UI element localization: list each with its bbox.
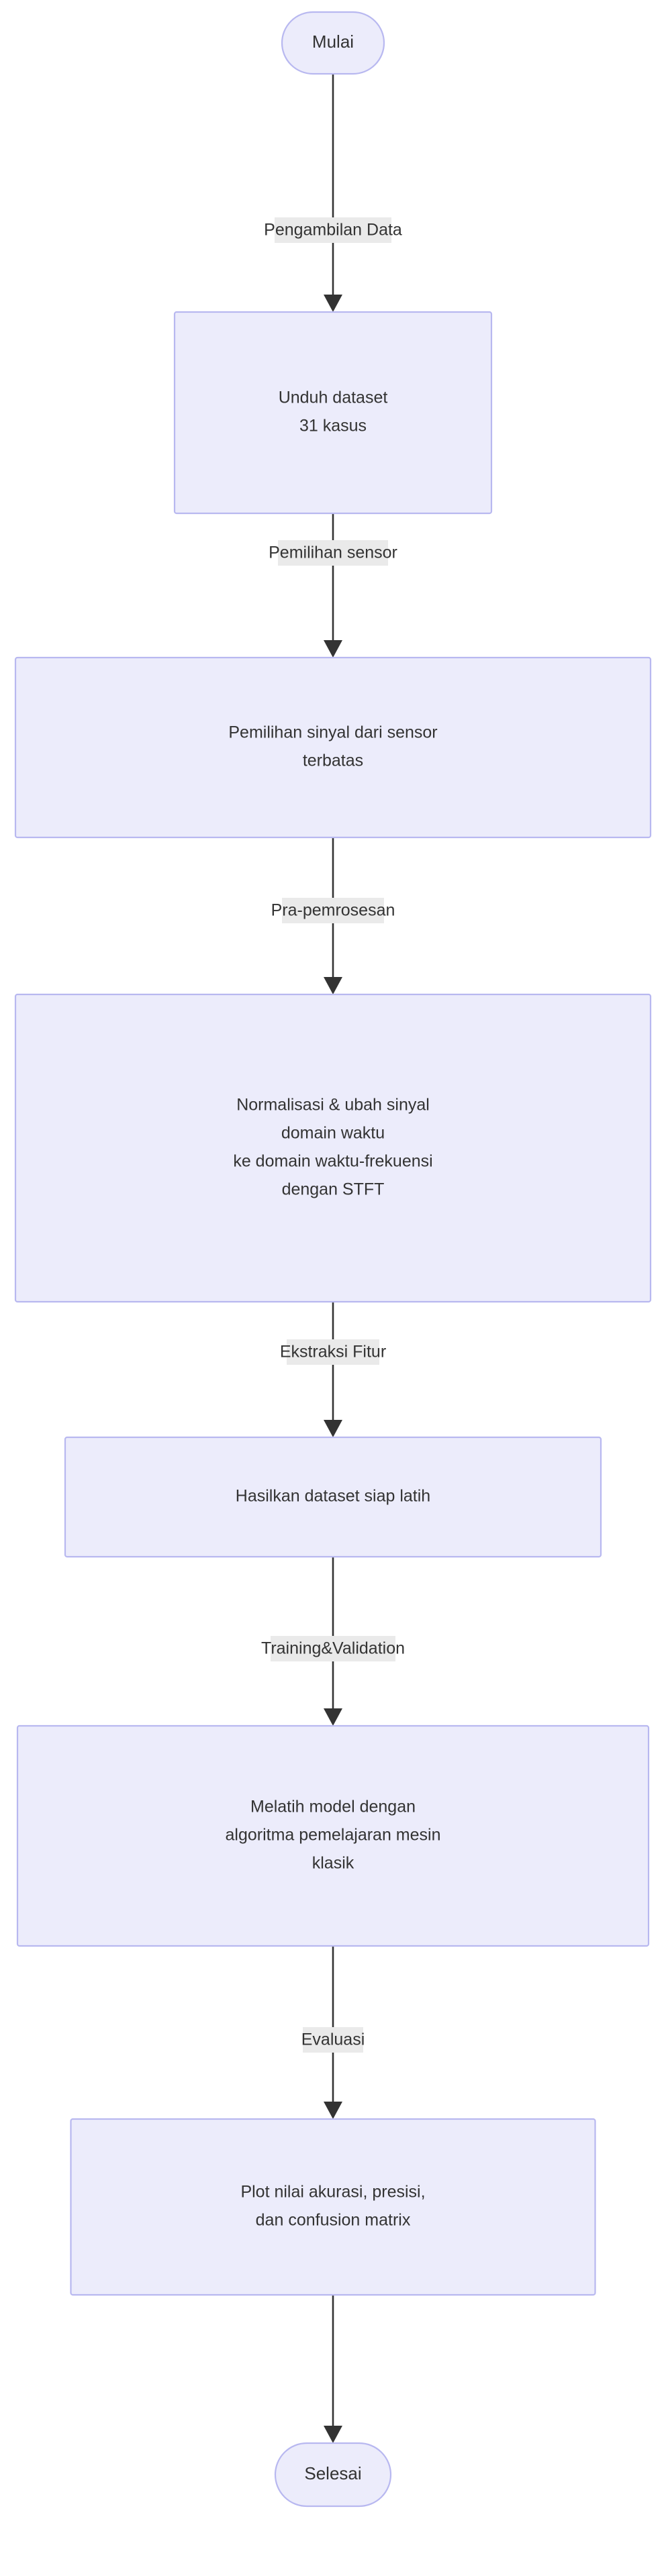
node-plot[interactable]: Plot nilai akurasi, presisi, dan confusio… <box>70 2118 596 2296</box>
edge-label-background-e3 <box>282 898 384 923</box>
node-label-end-line-0: Selesai <box>304 2463 361 2483</box>
node-shape-end <box>274 2442 392 2508</box>
edge-label-e2: Pemilihan sensor <box>269 544 397 562</box>
edge-e6: Evaluasi <box>301 1946 365 2119</box>
node-start[interactable]: Mulai <box>281 11 385 75</box>
edge-label-e1: Pengambilan Data <box>264 221 402 240</box>
node-label-start-line-0: Mulai <box>312 32 354 52</box>
node-label-pemilihan-sinyal-line-1: terbatas <box>303 752 363 770</box>
edge-label-background-e2 <box>278 540 388 566</box>
edge-label-background-e4 <box>287 1339 379 1365</box>
node-normalisasi[interactable]: Normalisasi & ubah sinyal domain waktu ke … <box>14 993 652 1303</box>
edge-e3: Pra-pemrosesan <box>271 837 395 994</box>
edge-e7 <box>324 2295 342 2443</box>
node-shape-melatih <box>16 1724 650 1947</box>
node-label-hasilkan-line-0: Hasilkan dataset siap latih <box>236 1487 430 1506</box>
node-label-unduh-line-0: Unduh dataset <box>279 389 388 407</box>
node-label-normalisasi-line-2: ke domain waktu-frekuensi <box>233 1152 432 1171</box>
node-label-normalisasi-line-3: dengan STFT <box>282 1180 385 1199</box>
edge-e4: Ekstraksi Fitur <box>280 1302 386 1437</box>
edge-arrowhead-e4 <box>324 1420 342 1437</box>
edge-arrowhead-e2 <box>324 640 342 658</box>
edge-arrowhead-e6 <box>324 2102 342 2119</box>
edge-arrowhead-e7 <box>324 2426 342 2443</box>
edge-label-e5: Training&Validation <box>261 1639 405 1658</box>
node-unduh[interactable]: Unduh dataset 31 kasus <box>173 311 493 515</box>
edge-label-e6: Evaluasi <box>301 2030 365 2049</box>
edge-e5: Training&Validation <box>261 1557 405 1726</box>
edge-label-background-e6 <box>303 2027 363 2053</box>
node-shape-start <box>281 11 385 75</box>
node-end[interactable]: Selesai <box>274 2442 392 2508</box>
node-label-plot-line-1: dan confusion matrix <box>256 2211 411 2230</box>
node-shape-hasilkan <box>64 1436 602 1558</box>
node-shape-unduh <box>173 311 493 515</box>
edge-arrowhead-e3 <box>324 977 342 994</box>
node-hasilkan[interactable]: Hasilkan dataset siap latih <box>64 1436 602 1558</box>
node-shape-normalisasi <box>14 993 652 1303</box>
edge-arrowhead-e5 <box>324 1708 342 1726</box>
node-label-normalisasi-line-1: domain waktu <box>281 1124 385 1143</box>
node-pemilihan-sinyal[interactable]: Pemilihan sinyal dari sensor terbatas <box>14 656 652 839</box>
edge-label-background-e1 <box>275 217 391 243</box>
node-label-normalisasi-line-0: Normalisasi & ubah sinyal <box>236 1096 430 1115</box>
edge-e2: Pemilihan sensor <box>269 513 397 658</box>
node-label-melatih-line-0: Melatih model dengan <box>250 1798 416 1816</box>
edge-label-background-e5 <box>271 1636 395 1661</box>
node-label-unduh-line-1: 31 kasus <box>299 417 367 435</box>
node-label-melatih-line-1: algoritma pemelajaran mesin <box>226 1826 441 1845</box>
node-shape-pemilihan-sinyal <box>14 656 652 839</box>
node-label-pemilihan-sinyal-line-0: Pemilihan sinyal dari sensor <box>228 723 437 742</box>
node-melatih[interactable]: Melatih model dengan algoritma pemelajara… <box>16 1724 650 1947</box>
edge-e1: Pengambilan Data <box>264 74 402 312</box>
node-label-melatih-line-2: klasik <box>312 1854 354 1873</box>
node-shape-plot <box>70 2118 596 2296</box>
edge-label-e3: Pra-pemrosesan <box>271 901 395 920</box>
node-label-plot-line-0: Plot nilai akurasi, presisi, <box>240 2183 425 2202</box>
edge-label-e4: Ekstraksi Fitur <box>280 1343 386 1361</box>
edge-arrowhead-e1 <box>324 295 342 312</box>
